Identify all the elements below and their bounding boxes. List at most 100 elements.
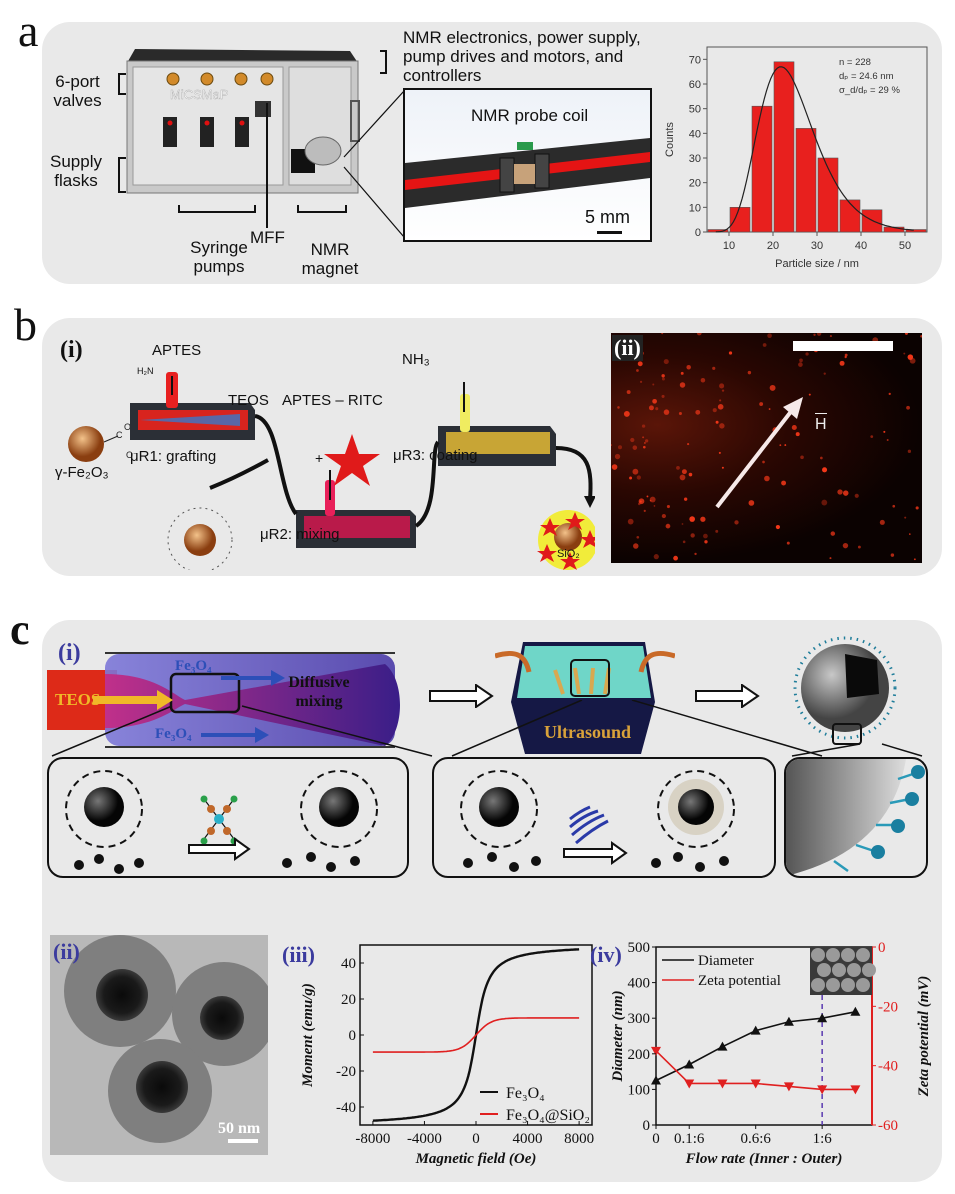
sem-particle xyxy=(832,963,846,977)
fluorescent-particle xyxy=(747,370,752,375)
callout-syringe-pumps: Syringe pumps xyxy=(190,238,248,276)
fluorescent-particle xyxy=(879,519,885,525)
fluorescent-particle xyxy=(764,475,770,482)
fluorescent-particle xyxy=(644,442,646,444)
fluorescent-particle xyxy=(903,352,906,355)
fluorescent-particle xyxy=(748,500,755,506)
fluorescent-particle xyxy=(637,361,643,367)
device-name: MiCSMaP xyxy=(170,87,229,102)
x-axis-label: Magnetic field (Oe) xyxy=(415,1151,537,1167)
flasks-bracket xyxy=(118,157,126,193)
x-tick-label: 30 xyxy=(811,240,823,252)
fluorescent-particle xyxy=(666,504,670,509)
fluorescent-particle xyxy=(638,502,641,506)
y-tick-label: 20 xyxy=(341,992,356,1008)
legend-label: Fe₃O₄ xyxy=(506,1085,545,1102)
stats-annotation: σ_d/dₚ = 29 % xyxy=(839,85,900,96)
fluorescent-particle xyxy=(904,516,907,519)
y-tick-label: 0 xyxy=(349,1028,357,1044)
fluorescent-particle xyxy=(661,374,665,378)
x-axis-label: Particle size / nm xyxy=(775,258,859,270)
x-tick-label: -8000 xyxy=(355,1131,390,1147)
fluorescent-particle xyxy=(734,520,739,525)
fluorescent-particle xyxy=(623,410,630,417)
histogram-bar xyxy=(773,61,795,233)
callout-electronics: NMR electronics, power supply, pump driv… xyxy=(403,28,641,85)
y-tick-label: -20 xyxy=(336,1064,356,1080)
fluorescent-particle xyxy=(829,335,833,338)
label-fe2o3: γ-Fe₂O₃ xyxy=(55,464,109,481)
y-right-tick-label: -20 xyxy=(878,999,898,1015)
fluorescent-particle xyxy=(636,369,639,372)
fluorescent-particle xyxy=(762,460,765,464)
legend-label: Fe₃O₄@SiO₂ xyxy=(506,1107,590,1124)
fluorescent-particle xyxy=(681,523,684,525)
fluorescent-particle xyxy=(839,360,845,366)
label-aptes: APTES xyxy=(152,342,202,359)
sem-particle xyxy=(826,948,840,962)
y-tick-label: -40 xyxy=(336,1100,356,1116)
fluorescent-particle xyxy=(820,456,823,460)
y-tick-label: 100 xyxy=(628,1082,651,1098)
fluorescent-particle xyxy=(653,554,659,560)
callout-flasks: Supply flasks xyxy=(50,152,102,190)
fluorescent-particle xyxy=(663,409,670,415)
y-tick-label: 30 xyxy=(689,153,701,165)
panel-c-iii-label: (iii) xyxy=(282,942,315,967)
fluorescent-particle xyxy=(611,464,618,470)
y-tick-label: 40 xyxy=(341,956,356,972)
magnet-bracket xyxy=(297,205,347,213)
sem-particle xyxy=(856,978,870,992)
fluorescent-particle xyxy=(909,533,911,535)
fluorescent-particle xyxy=(646,495,649,498)
histogram-bar xyxy=(817,157,839,233)
scale-bar xyxy=(793,341,893,351)
panel-c-label: c xyxy=(10,605,30,654)
label-aptes-ritc: APTES – RITC xyxy=(282,392,383,409)
stats-annotation: n = 228 xyxy=(839,57,871,68)
fluorescent-particle xyxy=(633,543,639,549)
fluorescent-particle xyxy=(688,472,693,477)
fluorescent-particle xyxy=(648,405,654,411)
probe-scalebar xyxy=(597,231,622,234)
lognormal-fit-curve xyxy=(715,66,914,233)
data-point xyxy=(717,1079,728,1089)
y-tick-label: 500 xyxy=(628,940,651,956)
fluorescent-particle xyxy=(687,443,690,446)
tem-image: (ii) 50 nm xyxy=(50,935,268,1155)
x-axis-label: Flow rate (Inner : Outer) xyxy=(685,1151,843,1167)
svg-text:O⁻: O⁻ xyxy=(126,450,138,460)
series-line-1 xyxy=(372,1017,580,1053)
zoom-lines-c xyxy=(51,700,923,757)
fluorescent-particle xyxy=(632,468,639,475)
fluorescent-particle xyxy=(904,333,908,335)
sem-particle xyxy=(856,948,870,962)
panel-c-iv-label: (iv) xyxy=(590,942,622,967)
nmr-probe-inset: NMR probe coil 5 mm xyxy=(403,88,652,242)
fluorescent-particle xyxy=(767,333,772,339)
fluorescent-particle xyxy=(614,453,621,460)
fluorescent-particle xyxy=(759,402,764,406)
y-tick-label: 200 xyxy=(628,1047,651,1063)
y-tick-label: 40 xyxy=(689,128,701,140)
fluorescent-particle xyxy=(678,412,682,416)
data-point xyxy=(750,1025,761,1035)
fluorescent-particle xyxy=(719,399,722,402)
fluorescent-particle xyxy=(843,490,849,496)
fluorescent-particle xyxy=(816,333,822,336)
histogram-bar xyxy=(729,207,751,233)
fluorescent-particle xyxy=(844,353,848,357)
callout-valves: 6-port valves xyxy=(53,72,102,110)
fluorescent-particle xyxy=(629,476,633,480)
y-tick-label: 10 xyxy=(689,202,701,214)
label-reactor-1: μR1: grafting xyxy=(130,448,217,465)
fluorescent-particle xyxy=(683,497,688,501)
core-shell-sphere xyxy=(793,636,897,745)
fluorescent-particle xyxy=(700,377,706,383)
fluorescent-particle xyxy=(661,394,665,398)
fluorescent-particle xyxy=(661,377,665,381)
coaxial-mixer xyxy=(47,652,400,748)
fluorescent-particle xyxy=(800,455,804,460)
histogram-bar xyxy=(751,105,773,233)
